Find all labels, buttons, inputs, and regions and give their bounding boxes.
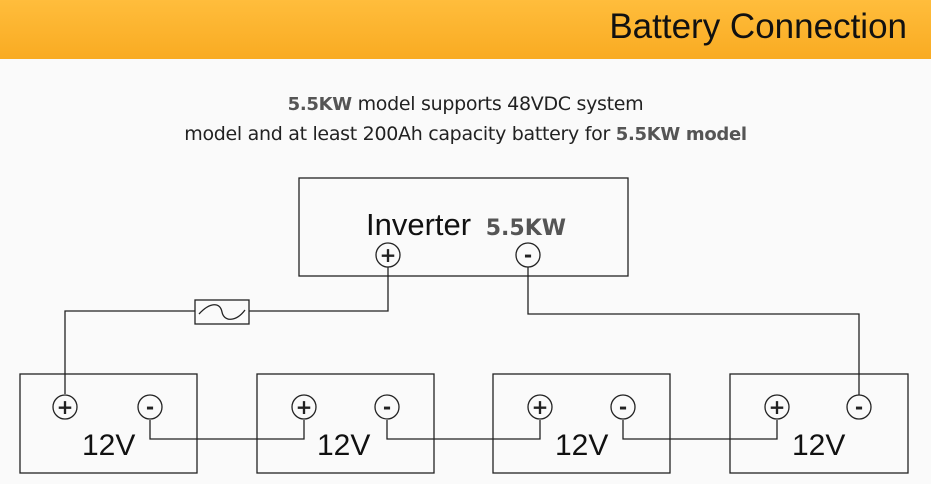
inverter-positive-terminal (375, 242, 401, 268)
battery-box-4 (729, 373, 909, 474)
header-bar: Battery Connection (0, 0, 931, 59)
battery-2-voltage: 12V (317, 429, 370, 462)
battery-1-positive-terminal (52, 394, 78, 420)
battery-1-voltage: 12V (82, 429, 135, 462)
description-line-2: model and at least 200Ah capacity batter… (0, 123, 931, 145)
battery-negative-symbol: - (146, 395, 154, 419)
battery-positive-symbol: + (769, 395, 786, 419)
battery-4-positive-terminal (764, 394, 790, 420)
negative-wire (527, 266, 860, 396)
inverter-negative-symbol: - (524, 243, 532, 267)
fuse-element (198, 304, 246, 320)
fuse-icon (194, 299, 250, 325)
battery-positive-symbol: + (532, 395, 549, 419)
positive-wire (249, 267, 389, 312)
battery-4-voltage: 12V (792, 429, 845, 462)
battery-1-negative-terminal (137, 394, 163, 420)
battery-negative-symbol: - (855, 395, 863, 419)
series-link-2-3 (386, 420, 541, 440)
battery-negative-symbol: - (619, 395, 627, 419)
battery-3-negative-terminal (610, 394, 636, 420)
battery-3-positive-terminal (527, 394, 553, 420)
battery-2-positive-terminal (291, 394, 317, 420)
inverter-box (298, 177, 629, 277)
page-title: Battery Connection (609, 7, 907, 46)
positive-wire (64, 310, 195, 394)
inverter-model: 5.5KW (486, 216, 566, 241)
inverter-positive-symbol: + (380, 243, 397, 267)
battery-2-negative-terminal (374, 394, 400, 420)
description-line-1: 5.5KW model supports 48VDC system (0, 93, 931, 115)
battery-3-voltage: 12V (555, 429, 608, 462)
battery-box-1 (19, 373, 198, 474)
inverter-negative-terminal (515, 242, 541, 268)
battery-box-2 (256, 373, 435, 474)
description-text: model supports 48VDC system (357, 93, 644, 115)
series-link-1-2 (149, 420, 305, 440)
series-link-3-4 (622, 420, 778, 440)
model-name: 5.5KW model (615, 124, 747, 145)
battery-negative-symbol: - (383, 395, 391, 419)
battery-4-negative-terminal (846, 394, 872, 420)
battery-positive-symbol: + (296, 395, 313, 419)
inverter-label: Inverter (366, 207, 471, 242)
description-text: model and at least 200Ah capacity batter… (184, 123, 610, 145)
svg-text:Inverter 5.5KW: Inverter 5.5KW (366, 207, 566, 242)
model-name: 5.5KW (287, 94, 353, 115)
battery-positive-symbol: + (57, 395, 74, 419)
battery-box-3 (492, 373, 671, 474)
